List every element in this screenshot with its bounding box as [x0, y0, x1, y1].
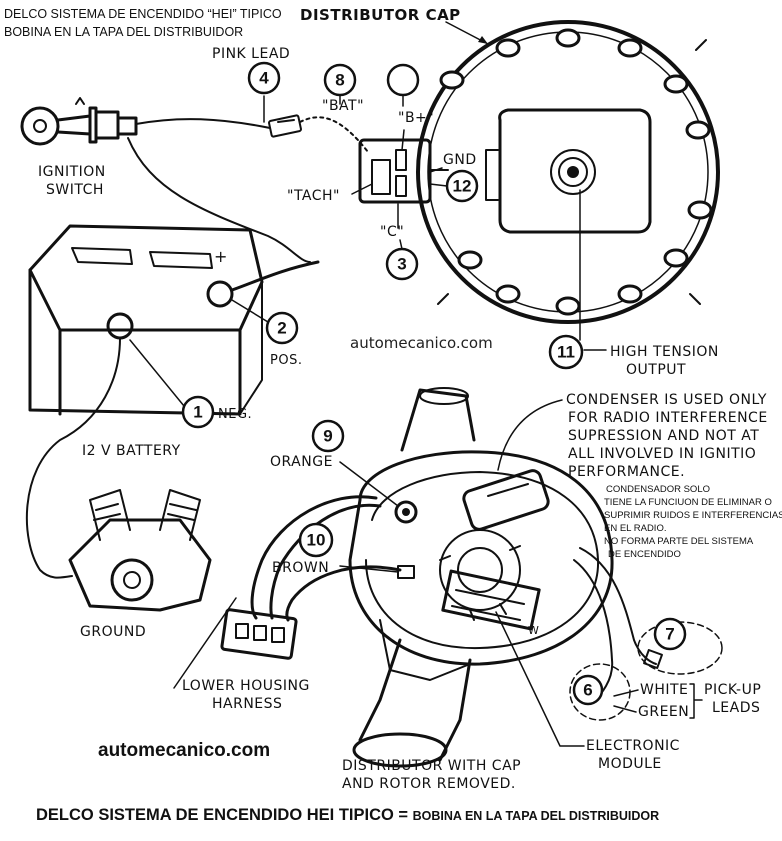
distributor-cap-label: DISTRIBUTOR CAP [300, 6, 461, 24]
cap-terminals [439, 28, 713, 316]
ignition-switch-label-1: IGNITION [38, 164, 106, 180]
green-label: GREEN [638, 704, 689, 720]
callout-5 [386, 63, 420, 97]
condenser-note-5: PERFORMANCE. [568, 464, 685, 480]
svg-text:W: W [528, 624, 539, 637]
callout-4: 4 [247, 61, 281, 95]
footer-title-bold: DELCO SISTEMA DE ENCENDIDO HEI TIPICO = [36, 806, 413, 824]
brown-label: BROWN [272, 560, 329, 576]
tach-label: "TACH" [287, 188, 340, 204]
footer-title-small: BOBINA EN LA TAPA DEL DISTRIBUIDOR [413, 809, 660, 823]
negative-cable [25, 337, 121, 579]
footer-title: DELCO SISTEMA DE ENCENDIDO HEI TIPICO = … [36, 806, 659, 824]
condenser-leader [497, 399, 563, 471]
svg-text:8: 8 [335, 71, 344, 90]
callout-2: 2 [265, 311, 299, 345]
dist-removed-label-1: DISTRIBUTOR WITH CAP [342, 758, 521, 774]
pickup-label-1: PICK-UP [704, 682, 761, 698]
c-label: "C" [380, 224, 404, 240]
battery-label: I2 V BATTERY [82, 443, 181, 459]
svg-text:3: 3 [397, 255, 406, 274]
condensador-note-6: DE ENCENDIDO [608, 549, 681, 560]
callout-3: 3 [385, 247, 419, 281]
pickup-connector [643, 649, 663, 669]
svg-text:6: 6 [583, 681, 592, 700]
distributor-cap [416, 20, 720, 324]
pink-lead-wire [135, 118, 271, 129]
condenser-note-2: FOR RADIO INTERFERENCE [568, 410, 768, 426]
ignition-switch-label-2: SWITCH [46, 182, 104, 198]
svg-text:4: 4 [259, 69, 269, 88]
condensador-note-4: EN EL RADIO. [604, 523, 666, 534]
cap-connector-block [358, 138, 449, 204]
condensador-note-5: NO FORMA PARTE DEL SISTEMA [604, 536, 754, 547]
dist-removed-label-2: AND ROTOR REMOVED. [342, 776, 516, 792]
lower-housing-label-2: HARNESS [212, 696, 282, 712]
header-line-1: DELCO SISTEMA DE ENCENDIDO “HEI” TIPICO [4, 7, 282, 21]
cap-label-leaders [351, 129, 443, 229]
condensador-note-2: TIENE LA FUNCIUON DE ELIMINAR O [604, 497, 772, 508]
pink-lead-label: PINK LEAD [212, 46, 290, 62]
high-tension-label-1: HIGH TENSION [610, 344, 719, 360]
condensador-note-3: SUPRIMIR RUIDOS E INTERFERENCIAS [604, 510, 782, 521]
pink-lead-connector [268, 114, 302, 138]
bplus-label: "B+" [398, 110, 434, 126]
orange-leader [339, 461, 399, 507]
electronic-module-leader [495, 611, 585, 747]
bat-label: "BAT" [322, 98, 364, 114]
brown-leader [339, 565, 399, 573]
watermark-top: automecanico.com [350, 334, 493, 352]
white-label: WHITE [640, 682, 688, 698]
pickup-label-2: LEADS [712, 700, 760, 716]
svg-text:11: 11 [557, 343, 575, 362]
pos-label: POS. [270, 353, 302, 368]
high-tension-label-2: OUTPUT [626, 362, 686, 378]
engine-block [68, 489, 212, 612]
electronic-module-label-1: ELECTRONIC [586, 738, 680, 754]
electronic-module-label-2: MODULE [598, 756, 662, 772]
lower-housing-leader [173, 597, 237, 689]
svg-text:9: 9 [323, 427, 332, 446]
condenser-note-4: ALL INVOLVED IN IGNITIO [568, 446, 756, 462]
svg-text:10: 10 [307, 531, 326, 550]
svg-text:2: 2 [277, 319, 286, 338]
condenser-note-1: CONDENSER IS USED ONLY [566, 392, 767, 408]
lower-housing-label-1: LOWER HOUSING [182, 678, 310, 694]
pickup-bracket [689, 683, 703, 719]
callout-7: 7 [653, 617, 687, 651]
callout-10: 10 [298, 522, 334, 558]
svg-text:7: 7 [665, 625, 674, 644]
neg-label: NEG. [218, 407, 252, 422]
header-line-2: BOBINA EN LA TAPA DEL DISTRIBUIDOR [4, 25, 243, 39]
distributor-body: W [348, 387, 614, 768]
svg-text:1: 1 [193, 403, 202, 422]
ground-label: GROUND [80, 624, 146, 640]
positive-cable [230, 260, 320, 292]
pink-lead-dashed [299, 116, 369, 153]
callout-6: 6 [572, 674, 604, 706]
battery: + [28, 224, 264, 416]
harness-wires [220, 495, 402, 660]
condensador-note-1: CONDENSADOR SOLO [606, 484, 710, 495]
svg-text:+: + [214, 247, 228, 266]
watermark-bottom: automecanico.com [98, 740, 270, 761]
callout-1: 1 [181, 395, 215, 429]
svg-text:12: 12 [453, 177, 472, 196]
pickup-lead-green [579, 547, 657, 665]
condenser-note-3: SUPRESSION AND NOT AT [568, 428, 759, 444]
gnd-label: GND [443, 152, 477, 168]
callout-8: 8 [323, 63, 357, 97]
callout-11: 11 [548, 334, 584, 370]
ignition-key [20, 97, 138, 146]
switch-to-battery-wire [127, 137, 311, 263]
callout-9: 9 [311, 419, 345, 453]
orange-label: ORANGE [270, 454, 333, 470]
callout-12: 12 [445, 169, 479, 203]
